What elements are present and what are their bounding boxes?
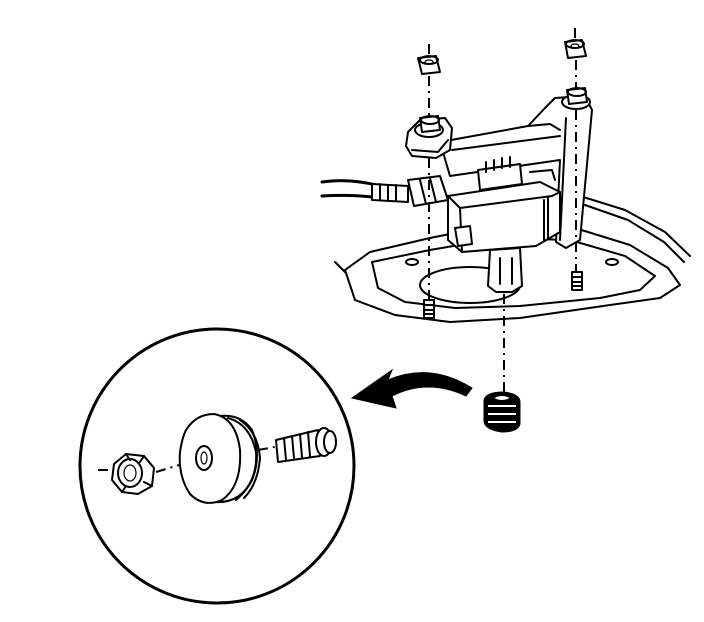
detail-stud-bolt: [275, 427, 337, 463]
alignment-lines: [428, 28, 577, 392]
mounting-stud-left: [423, 299, 435, 319]
wiring-harness: [320, 175, 449, 207]
control-module: [447, 156, 561, 253]
nut-left-top: [417, 55, 441, 75]
detail-axis-line: [98, 445, 281, 473]
nut-right-installed: [561, 87, 591, 110]
isolator-grommet: [483, 391, 521, 433]
detail-nut: [111, 453, 155, 495]
nut-left-installed: [414, 115, 444, 138]
nut-right-top: [564, 39, 587, 59]
detail-grommet: [178, 413, 261, 504]
detail-arrow: [350, 368, 473, 409]
mounting-stud-right: [571, 271, 583, 291]
lower-mounting-tab: [487, 247, 523, 293]
